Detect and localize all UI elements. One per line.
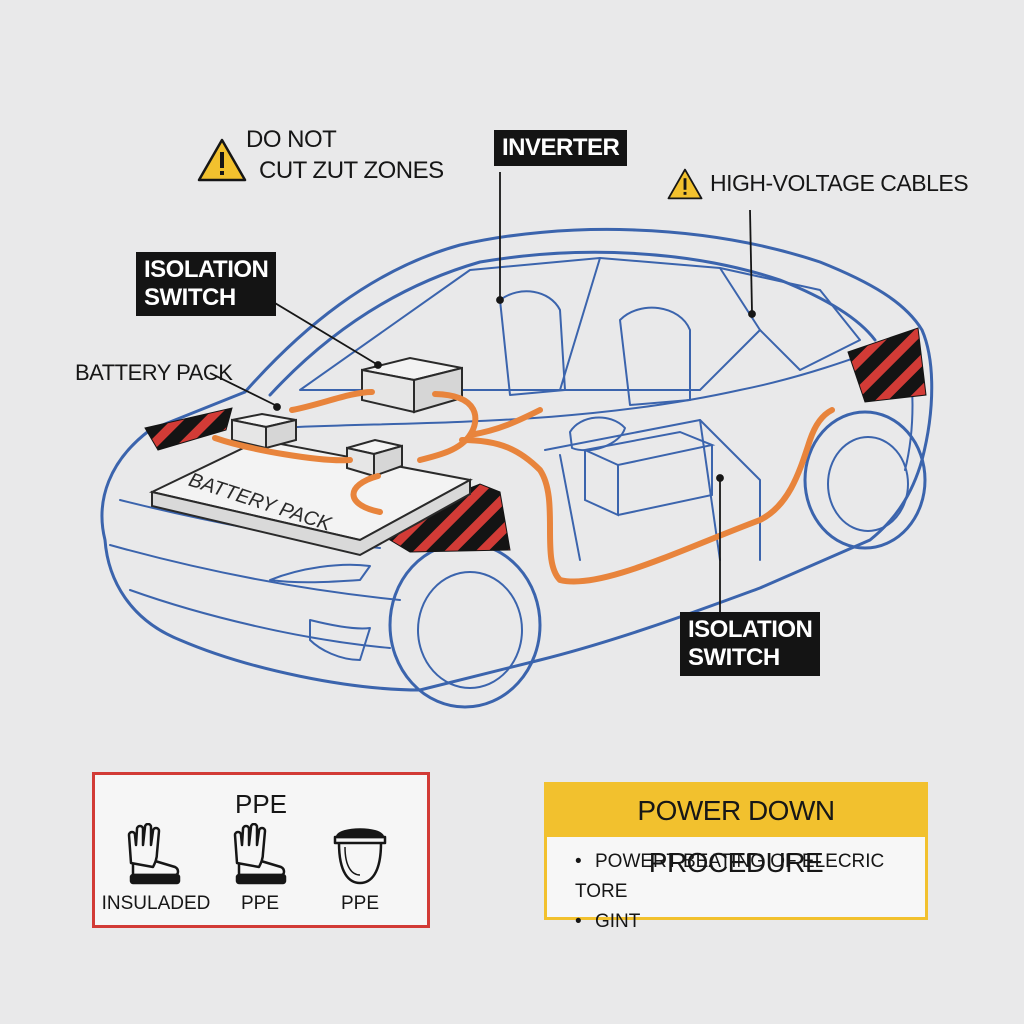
rear-wheel xyxy=(803,410,927,550)
high-voltage-cables-label: HIGH-VOLTAGE CABLES xyxy=(710,170,969,196)
isolation-switch-box xyxy=(231,412,297,450)
isolation-switch-top-line1: ISOLATION xyxy=(144,256,269,283)
inverter-label: INVERTER xyxy=(502,134,620,161)
ev-safety-diagram: BATTERY PACK xyxy=(100,172,934,709)
isolation-switch-bottom-line1: ISOLATION xyxy=(688,616,813,643)
cut-zone-rear xyxy=(847,327,927,403)
ppe-caption: INSULADED xyxy=(101,893,211,914)
do-not-cut-line2: CUT ZUT ZONES xyxy=(259,157,444,184)
battery-pack-callout: BATTERY PACK xyxy=(75,360,233,385)
ppe-item: PPE xyxy=(305,823,415,915)
face-shield-icon xyxy=(333,828,387,885)
list-item: •POWERT BEATING OF ELECRIC TORE xyxy=(575,851,885,902)
isolation-switch-top-tag: ISOLATION SWITCH xyxy=(136,252,277,316)
insulated-glove-boot-icon xyxy=(127,823,181,885)
cut-zone-front-left xyxy=(144,407,233,451)
isolation-switch-bottom-line2: SWITCH xyxy=(688,644,780,671)
ppe-panel: PPE INSULADED PPE PPE xyxy=(92,772,430,928)
cut-zone-hazards xyxy=(144,327,927,553)
isolation-switch-top-line2: SWITCH xyxy=(144,284,236,311)
power-down-list: •POWERT BEATING OF ELECRIC TORE •GINT xyxy=(547,847,925,937)
power-down-title: POWER DOWN PROCEDURE xyxy=(547,785,925,878)
warning-triangle-icon xyxy=(197,138,247,182)
power-down-step: GINT xyxy=(595,911,641,932)
do-not-cut-line1: DO NOT xyxy=(246,126,337,153)
ppe-title: PPE xyxy=(234,789,288,819)
leader-lines xyxy=(209,172,756,612)
ppe-item: INSULADED xyxy=(101,823,211,915)
ppe-caption: PPE xyxy=(240,893,280,914)
glove-boot-icon xyxy=(233,823,287,885)
inverter-tag: INVERTER xyxy=(494,130,628,166)
front-wheel xyxy=(388,541,542,709)
do-not-cut-label: DO NOT CUT ZUT ZONES xyxy=(246,124,444,186)
rear-component-box xyxy=(581,430,716,517)
car-outline xyxy=(100,227,934,692)
warning-triangle-icon xyxy=(667,168,703,200)
ppe-caption: PPE xyxy=(340,893,380,914)
isolation-switch-bottom-tag: ISOLATION SWITCH xyxy=(680,612,821,676)
power-down-panel: POWER DOWN PROCEDURE •POWERT BEATING OF … xyxy=(544,782,928,932)
ppe-item: PPE xyxy=(205,823,315,915)
hv-cables xyxy=(212,389,835,585)
power-down-step: POWERT BEATING OF ELECRIC TORE xyxy=(575,851,885,902)
list-item: •GINT xyxy=(575,911,641,932)
junction-box xyxy=(346,438,403,478)
